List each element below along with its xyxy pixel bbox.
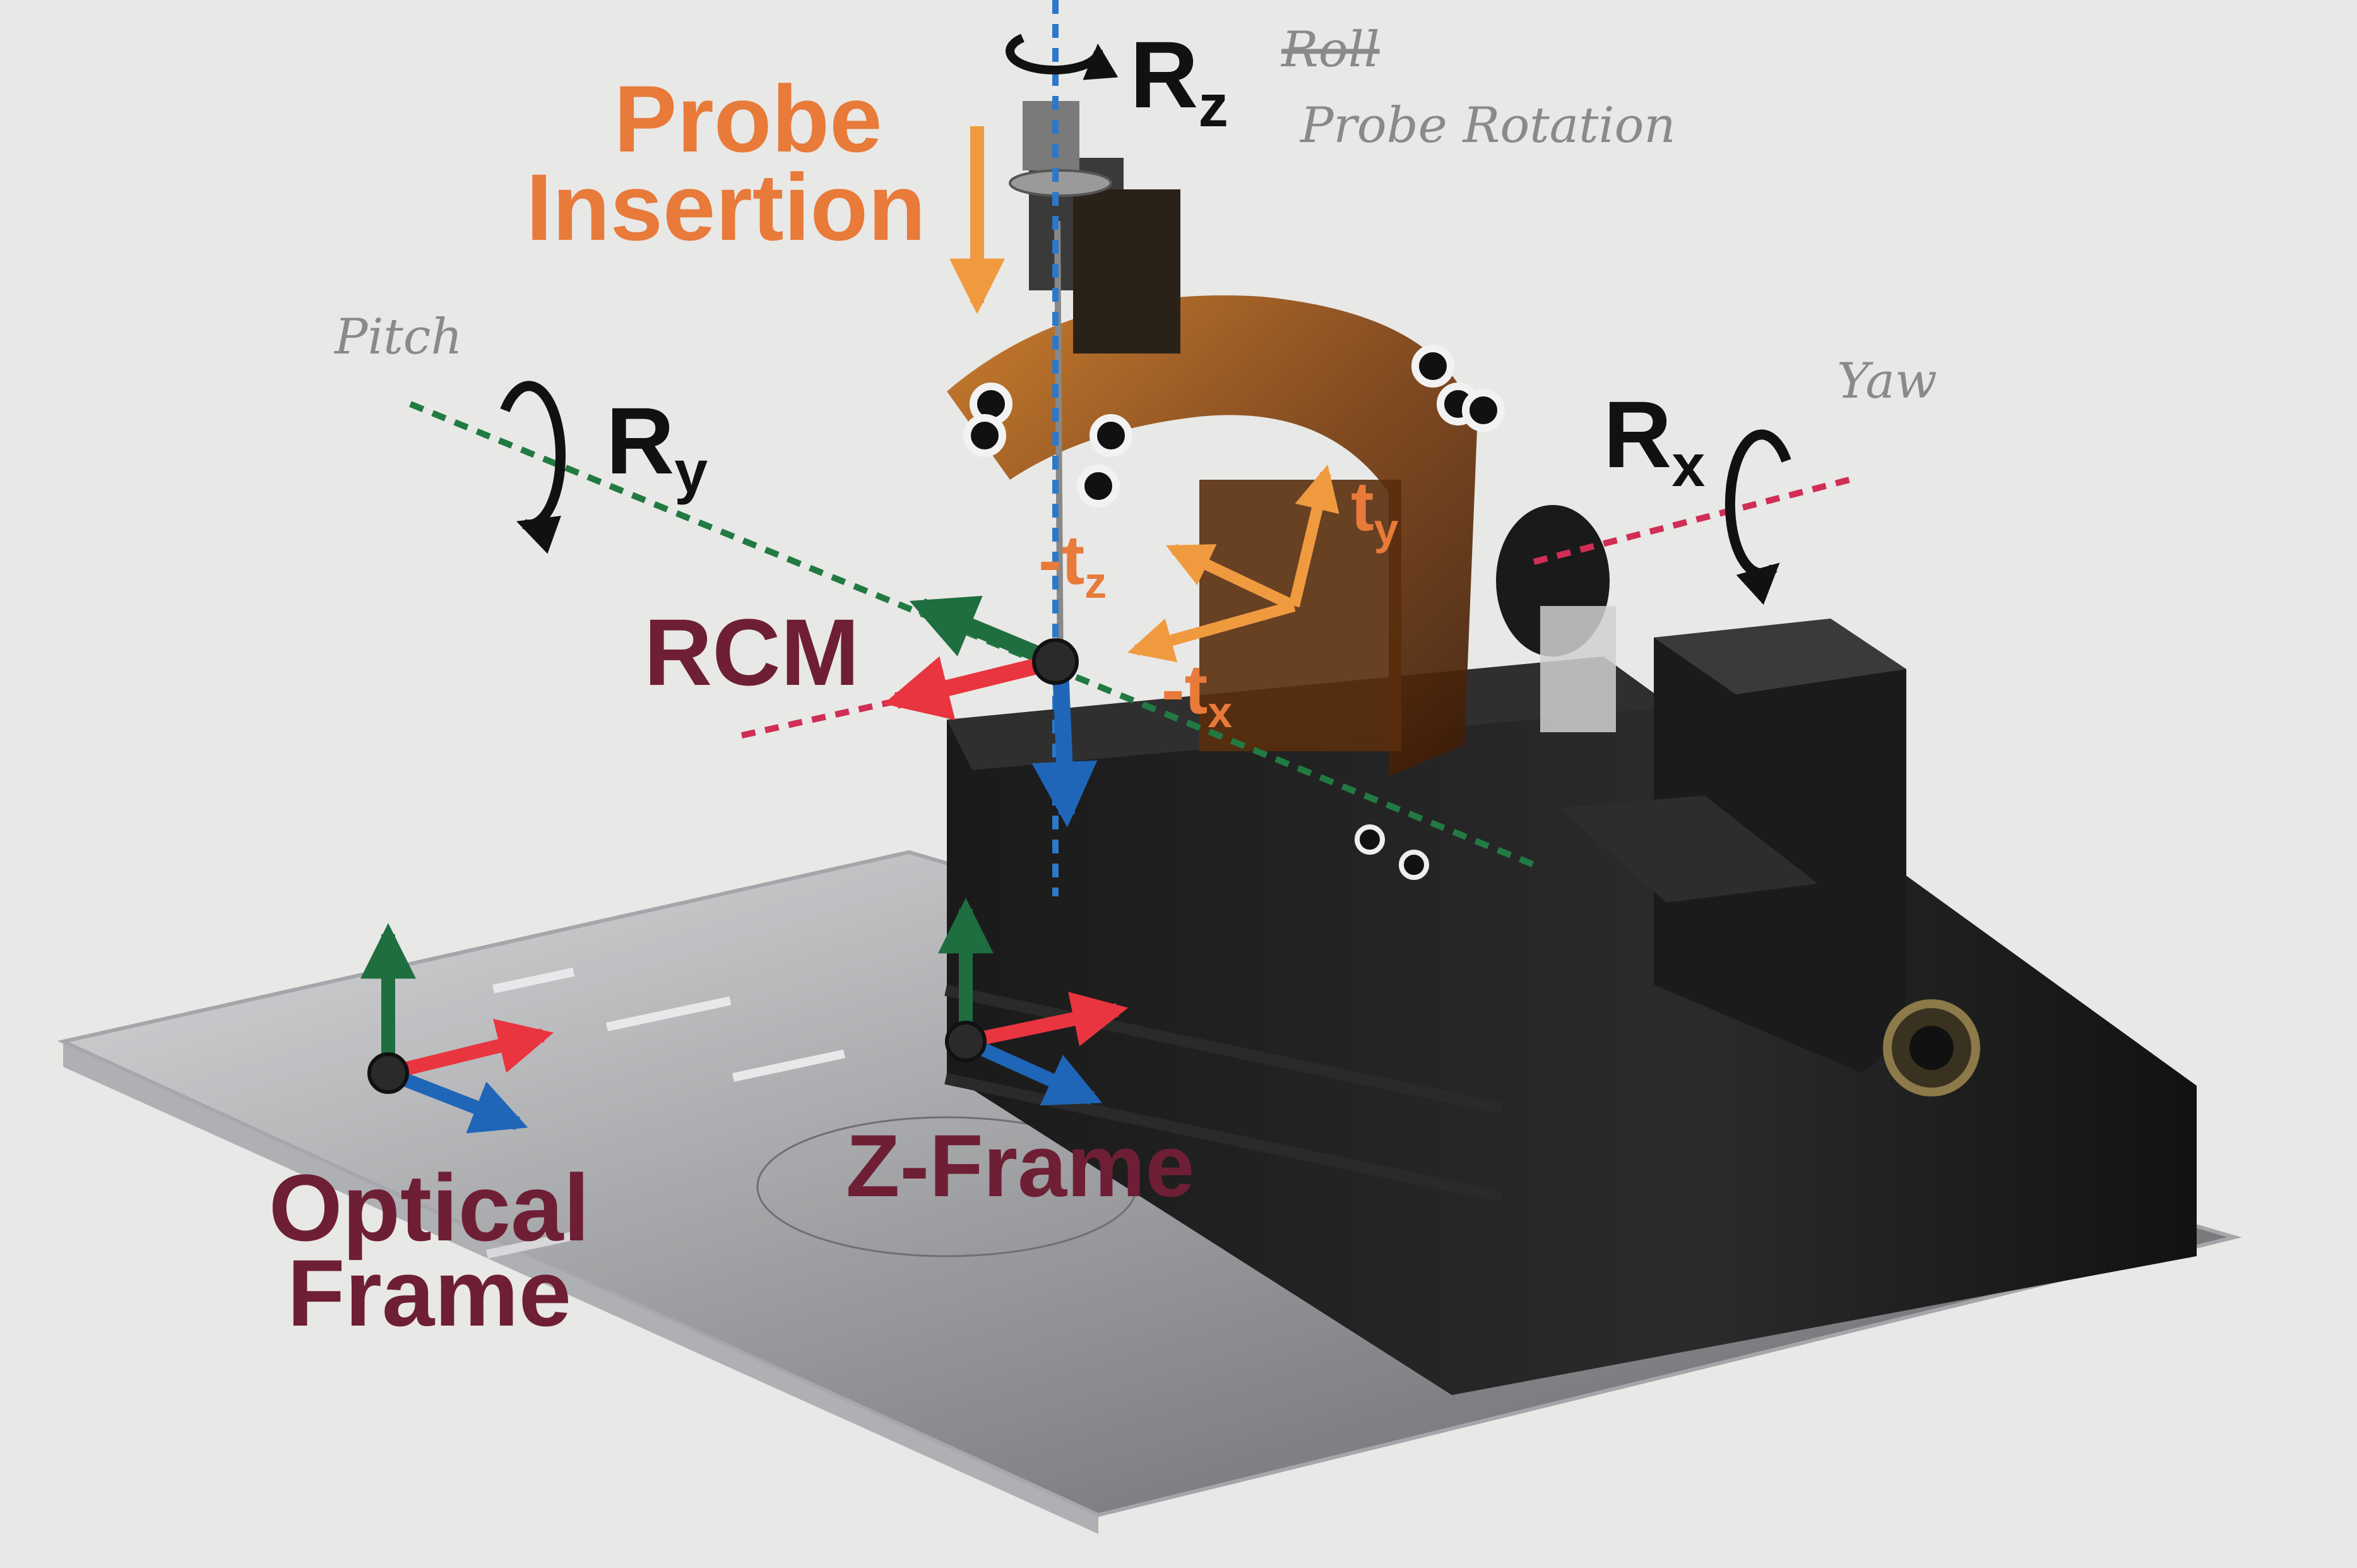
tx-label: -tx (1161, 651, 1232, 737)
optical-frame-label: Optical Frame (269, 1155, 590, 1346)
rx-rotation-icon (1725, 429, 1791, 605)
optical-frame-line2: Frame (287, 1240, 571, 1346)
ty-label: ty (1351, 468, 1399, 554)
rcm-label: RCM (644, 599, 860, 705)
tz-label: -tz (1038, 521, 1107, 607)
probe-insertion-line2: Insertion (526, 154, 925, 260)
rz-rotation-icon (1006, 33, 1119, 80)
handwritten-probe-rotation: Probe Rotation (1299, 97, 1676, 154)
optical-frame-line1: Optical (269, 1155, 590, 1261)
probe-insertion-label: Probe Insertion (526, 66, 925, 260)
main-housing (947, 656, 2197, 1395)
probe-insertion-line1: Probe (614, 66, 882, 172)
rz-label: Rz (1130, 21, 1228, 140)
rcm-frame-axes (883, 595, 1098, 828)
roll-axis-dotted-line-right (1533, 477, 1851, 565)
robot-device-illustration (57, 101, 2242, 1534)
handwritten-roll: Roll (1280, 21, 1380, 78)
motor-housing (1654, 619, 1906, 1073)
ry-label: Ry (606, 388, 708, 506)
amber-arc-mechanism (947, 295, 1477, 776)
z-frame-label: Z-Frame (846, 1116, 1194, 1215)
rcm-point (1032, 638, 1079, 685)
z-frame-axes (938, 898, 1129, 1106)
optical-frame-origin (367, 1052, 409, 1094)
handwritten-yaw: Yaw (1837, 353, 1937, 410)
optical-frame-axes (360, 923, 554, 1134)
ry-rotation-icon (500, 381, 566, 554)
translation-arrows (1127, 464, 1339, 663)
rx-label: Rx (1603, 381, 1705, 499)
handwritten-pitch: Pitch (333, 309, 463, 365)
z-frame-origin (945, 1021, 987, 1062)
